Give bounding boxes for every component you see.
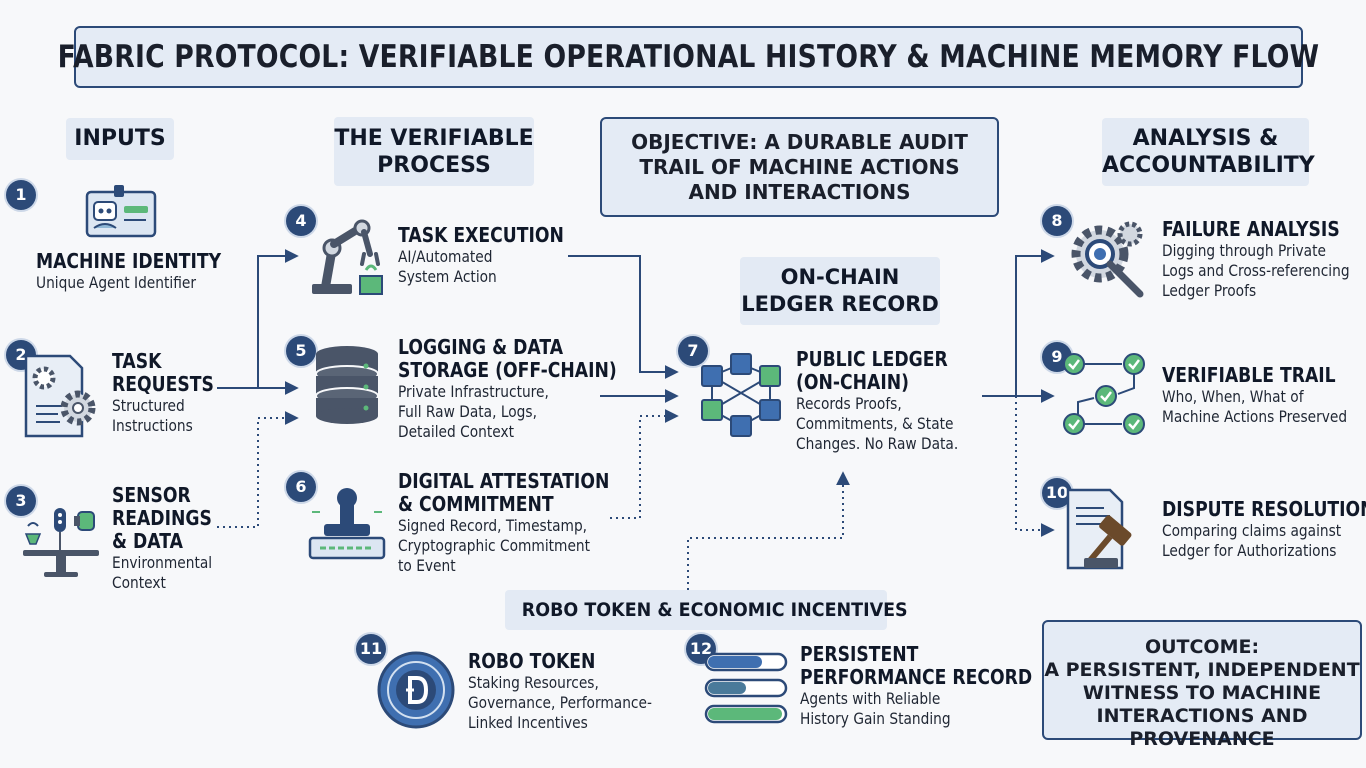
node-public-ledger: PUBLIC LEDGER (ON-CHAIN) Records Proofs,…: [796, 347, 959, 454]
token-coin-icon: [377, 651, 455, 729]
step-badge-4: 4: [286, 206, 316, 236]
node-task-requests: TASK REQUESTS Structured Instructions: [112, 349, 214, 436]
node-verifiable-trail: VERIFIABLE TRAIL Who, When, What of Mach…: [1162, 363, 1348, 427]
sensors-icon: [23, 508, 99, 577]
node-logging-storage: LOGGING & DATA STORAGE (OFF-CHAIN) Priva…: [398, 335, 617, 442]
section-inputs: INPUTS: [66, 118, 174, 160]
step-badge-3: 3: [6, 486, 36, 516]
progress-bars-icon: [704, 652, 788, 724]
node-robo-token: ROBO TOKEN Staking Resources, Governance…: [468, 649, 652, 733]
arrow-3-to-5: [217, 411, 299, 528]
gear-magnifier-icon: [1071, 221, 1144, 298]
arrow-7-to-8: [1015, 249, 1055, 396]
section-robo-token-banner: ROBO TOKEN & ECONOMIC INCENTIVES: [505, 590, 908, 630]
node-persistent-performance: PERSISTENT PERFORMANCE RECORD Agents wit…: [800, 642, 1033, 729]
node-sensor-readings: SENSOR READINGS & DATA Environmental Con…: [112, 483, 213, 593]
node-task-execution: TASK EXECUTION AI/Automated System Actio…: [398, 223, 564, 287]
database-icon: [315, 346, 379, 424]
arrow-banner-to-7: [687, 471, 850, 590]
page-title: FABRIC PROTOCOL: VERIFIABLE OPERATIONAL …: [58, 26, 1319, 88]
section-analysis-accountability: ANALYSIS &ACCOUNTABILITY: [1102, 118, 1315, 186]
step-badge-6: 6: [286, 472, 316, 502]
stamp-icon: [308, 488, 386, 560]
checkmark-trail-icon: [1063, 353, 1145, 435]
node-digital-attestation: DIGITAL ATTESTATION & COMMITMENT Signed …: [398, 469, 610, 576]
node-dispute-resolution: DISPUTE RESOLUTION Comparing claims agai…: [1162, 497, 1366, 561]
node-failure-analysis: FAILURE ANALYSIS Digging through Private…: [1162, 217, 1350, 301]
step-badge-1: 1: [6, 180, 36, 210]
document-gears-icon: [24, 354, 96, 438]
ledger-network-icon: [701, 353, 781, 437]
step-badge-7: 7: [678, 336, 708, 366]
node-machine-identity: MACHINE IDENTITY Unique Agent Identifier: [36, 249, 222, 293]
step-badge-11: 11: [356, 634, 386, 664]
arrow-4-to-7: [568, 255, 679, 379]
robot-id-card-icon: [85, 185, 157, 238]
arrow-6-to-7: [610, 409, 679, 519]
arrow-2-to-4: [217, 249, 299, 389]
step-badge-5: 5: [286, 336, 316, 366]
step-badge-8: 8: [1042, 206, 1072, 236]
gavel-document-icon: [1066, 488, 1132, 570]
robot-arm-icon: [312, 219, 383, 295]
arrow-7-to-10: [1015, 396, 1055, 537]
